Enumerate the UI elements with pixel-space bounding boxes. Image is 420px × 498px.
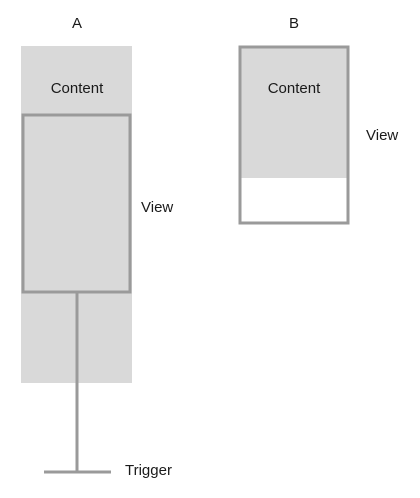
panel-b-title: B (289, 15, 299, 32)
panel-a-trigger-label: Trigger (125, 462, 172, 479)
panel-b-view-frame (238, 45, 350, 225)
panel-a-view-label: View (141, 199, 173, 216)
panel-a-title: A (72, 15, 82, 32)
panel-b-view-label: View (366, 127, 398, 144)
panel-a-content-label: Content (51, 80, 104, 97)
panel-b-content-area (240, 47, 348, 178)
panel-b-content-label: Content (268, 80, 321, 97)
panel-a: A Content View Trigger (21, 15, 173, 479)
panel-b: B Content View (238, 15, 398, 225)
